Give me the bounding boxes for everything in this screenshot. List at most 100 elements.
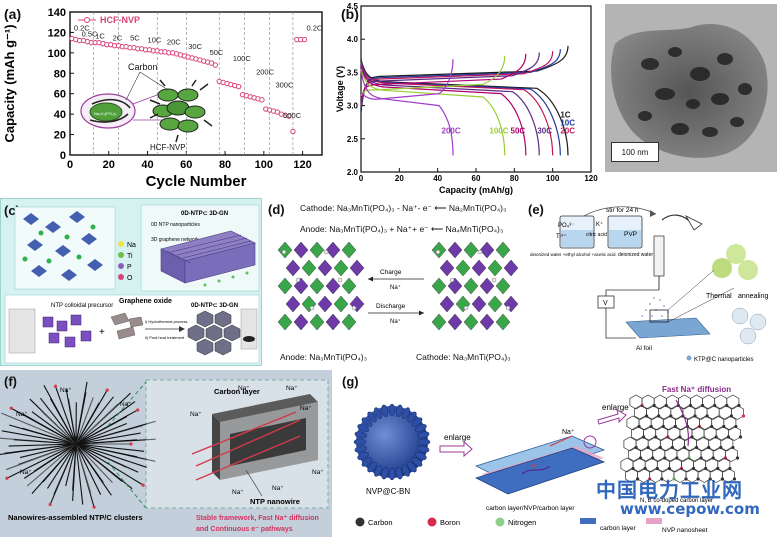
- polyhedron: [487, 295, 503, 313]
- polyhedron: [349, 259, 365, 277]
- nanowire: [1, 430, 77, 445]
- wire-tip: [5, 476, 9, 480]
- x-tick-label: 0: [67, 159, 73, 171]
- annealing-label: annealing: [738, 293, 768, 300]
- petal: [415, 451, 427, 460]
- hex-cell: [681, 457, 694, 473]
- ntp-nanowire-label: NTP nanowire: [250, 497, 300, 506]
- hex-cell: [667, 426, 681, 441]
- polyhedron: [495, 241, 511, 259]
- polyhedron: [447, 241, 463, 259]
- nvp-particle: [89, 102, 123, 122]
- panel-f: (f) Carbon layer Na⁺ Na⁺ Na⁺ Na⁺ Na⁺ Na⁺…: [0, 370, 332, 537]
- nanowire: [75, 443, 102, 496]
- foil-label: Al foil: [636, 345, 652, 352]
- polyhedron: [447, 313, 463, 331]
- hex-cell: [632, 457, 646, 473]
- hex-cell: [700, 447, 714, 462]
- wire-tip: [105, 388, 109, 392]
- hex-cell: [717, 457, 731, 473]
- legend-carbon: Carbon: [368, 518, 393, 527]
- petal: [367, 461, 377, 473]
- wire-tip: [53, 384, 58, 388]
- nanowire: [75, 443, 139, 473]
- hex-cell: [662, 415, 676, 431]
- polyhedron: [285, 295, 301, 313]
- panel-f-label: (f): [4, 374, 17, 389]
- x-tick-label: 120: [584, 174, 598, 183]
- discharge-curve: [360, 62, 554, 156]
- polyhedron: [285, 259, 301, 277]
- hex-cell: [656, 457, 670, 473]
- polyhedron: [317, 259, 333, 277]
- nanowire: [75, 432, 141, 445]
- thermal-label: Thermal: [706, 293, 732, 300]
- legend-nitrogen: Nitrogen: [508, 518, 536, 527]
- hex-cell: [652, 447, 666, 462]
- y-tick-label: 120: [48, 27, 66, 39]
- atom: [732, 477, 737, 481]
- hex-cell: [718, 405, 732, 420]
- x-tick-label: 80: [219, 159, 231, 171]
- hex-cell: [705, 457, 719, 473]
- element-legend: Na Ti P O: [118, 241, 136, 282]
- hex-cell: [712, 447, 726, 462]
- hex-cell: [687, 415, 700, 431]
- go-sheets: [110, 312, 144, 340]
- nanowire: [75, 443, 92, 494]
- nanowire: [75, 409, 138, 445]
- zoom-particle: [738, 260, 758, 280]
- legend-o: O: [127, 275, 133, 282]
- panel-e-label: (e): [528, 202, 544, 217]
- rate-annotation: 2C: [113, 34, 123, 43]
- bottom-title: 0D-NTP⊂ 3D-GN: [191, 303, 238, 309]
- zoom-box: [649, 309, 669, 323]
- nanowire: [31, 411, 77, 445]
- hcf-nvp-inset: Carbon HCF-NVP Na₃V₂(PO₄)₃: [80, 62, 213, 152]
- nanowire: [75, 443, 138, 458]
- hex-cell: [691, 426, 705, 441]
- ti-label: Ti⁴⁺: [556, 233, 567, 240]
- y-tick-label: 100: [48, 48, 66, 60]
- hex-cell: [684, 436, 697, 452]
- x-tick-label: 60: [180, 159, 192, 171]
- na-site: [491, 277, 497, 283]
- enlarge-arrow-1: [439, 440, 473, 458]
- polyhedron: [349, 295, 365, 313]
- hex-cell: [672, 436, 685, 452]
- nanowire: [75, 420, 156, 445]
- petal: [401, 465, 410, 477]
- petal: [357, 424, 369, 433]
- hex-cell: [658, 405, 672, 420]
- polyhedron: [301, 259, 317, 277]
- y-tick-label: 3.0: [347, 102, 359, 111]
- carbon-fiber: [91, 98, 131, 109]
- na-site: [463, 305, 469, 311]
- hex-cell: [629, 394, 643, 410]
- voltage-source: [597, 295, 615, 309]
- hex-cell: [726, 394, 740, 410]
- clusters-label: Nanowires-assembled NTP/C clusters: [8, 513, 143, 522]
- rate-annotation: 10C: [148, 36, 162, 45]
- nanowire: [9, 424, 77, 445]
- tem-image: 100 nm: [605, 4, 777, 172]
- nanowire: [75, 443, 104, 483]
- na-site: [309, 305, 315, 311]
- polyhedron: [317, 295, 333, 313]
- po4-label: PO₄³⁻: [558, 223, 574, 229]
- data-point: [212, 62, 219, 68]
- crystal-structure: [22, 211, 103, 281]
- cathode-equation: Cathode: Na₃MnTi(PO₄)₃ - Na⁺- e⁻ ⟵ Na₂Mn…: [300, 203, 507, 213]
- polyhedron: [503, 259, 519, 277]
- discharge-label: Discharge: [376, 303, 406, 310]
- nvp-flower: [353, 403, 431, 481]
- rate-annotation: 200C: [256, 67, 275, 76]
- step-graphene-oxide: Graphene oxide: [119, 298, 172, 305]
- hex-cell: [711, 415, 725, 431]
- polyhedron: [309, 241, 325, 259]
- petal: [417, 438, 431, 446]
- carbon-layer-label: Carbon layer: [214, 387, 260, 396]
- hex-cell: [628, 447, 641, 462]
- hex-cell: [676, 447, 690, 462]
